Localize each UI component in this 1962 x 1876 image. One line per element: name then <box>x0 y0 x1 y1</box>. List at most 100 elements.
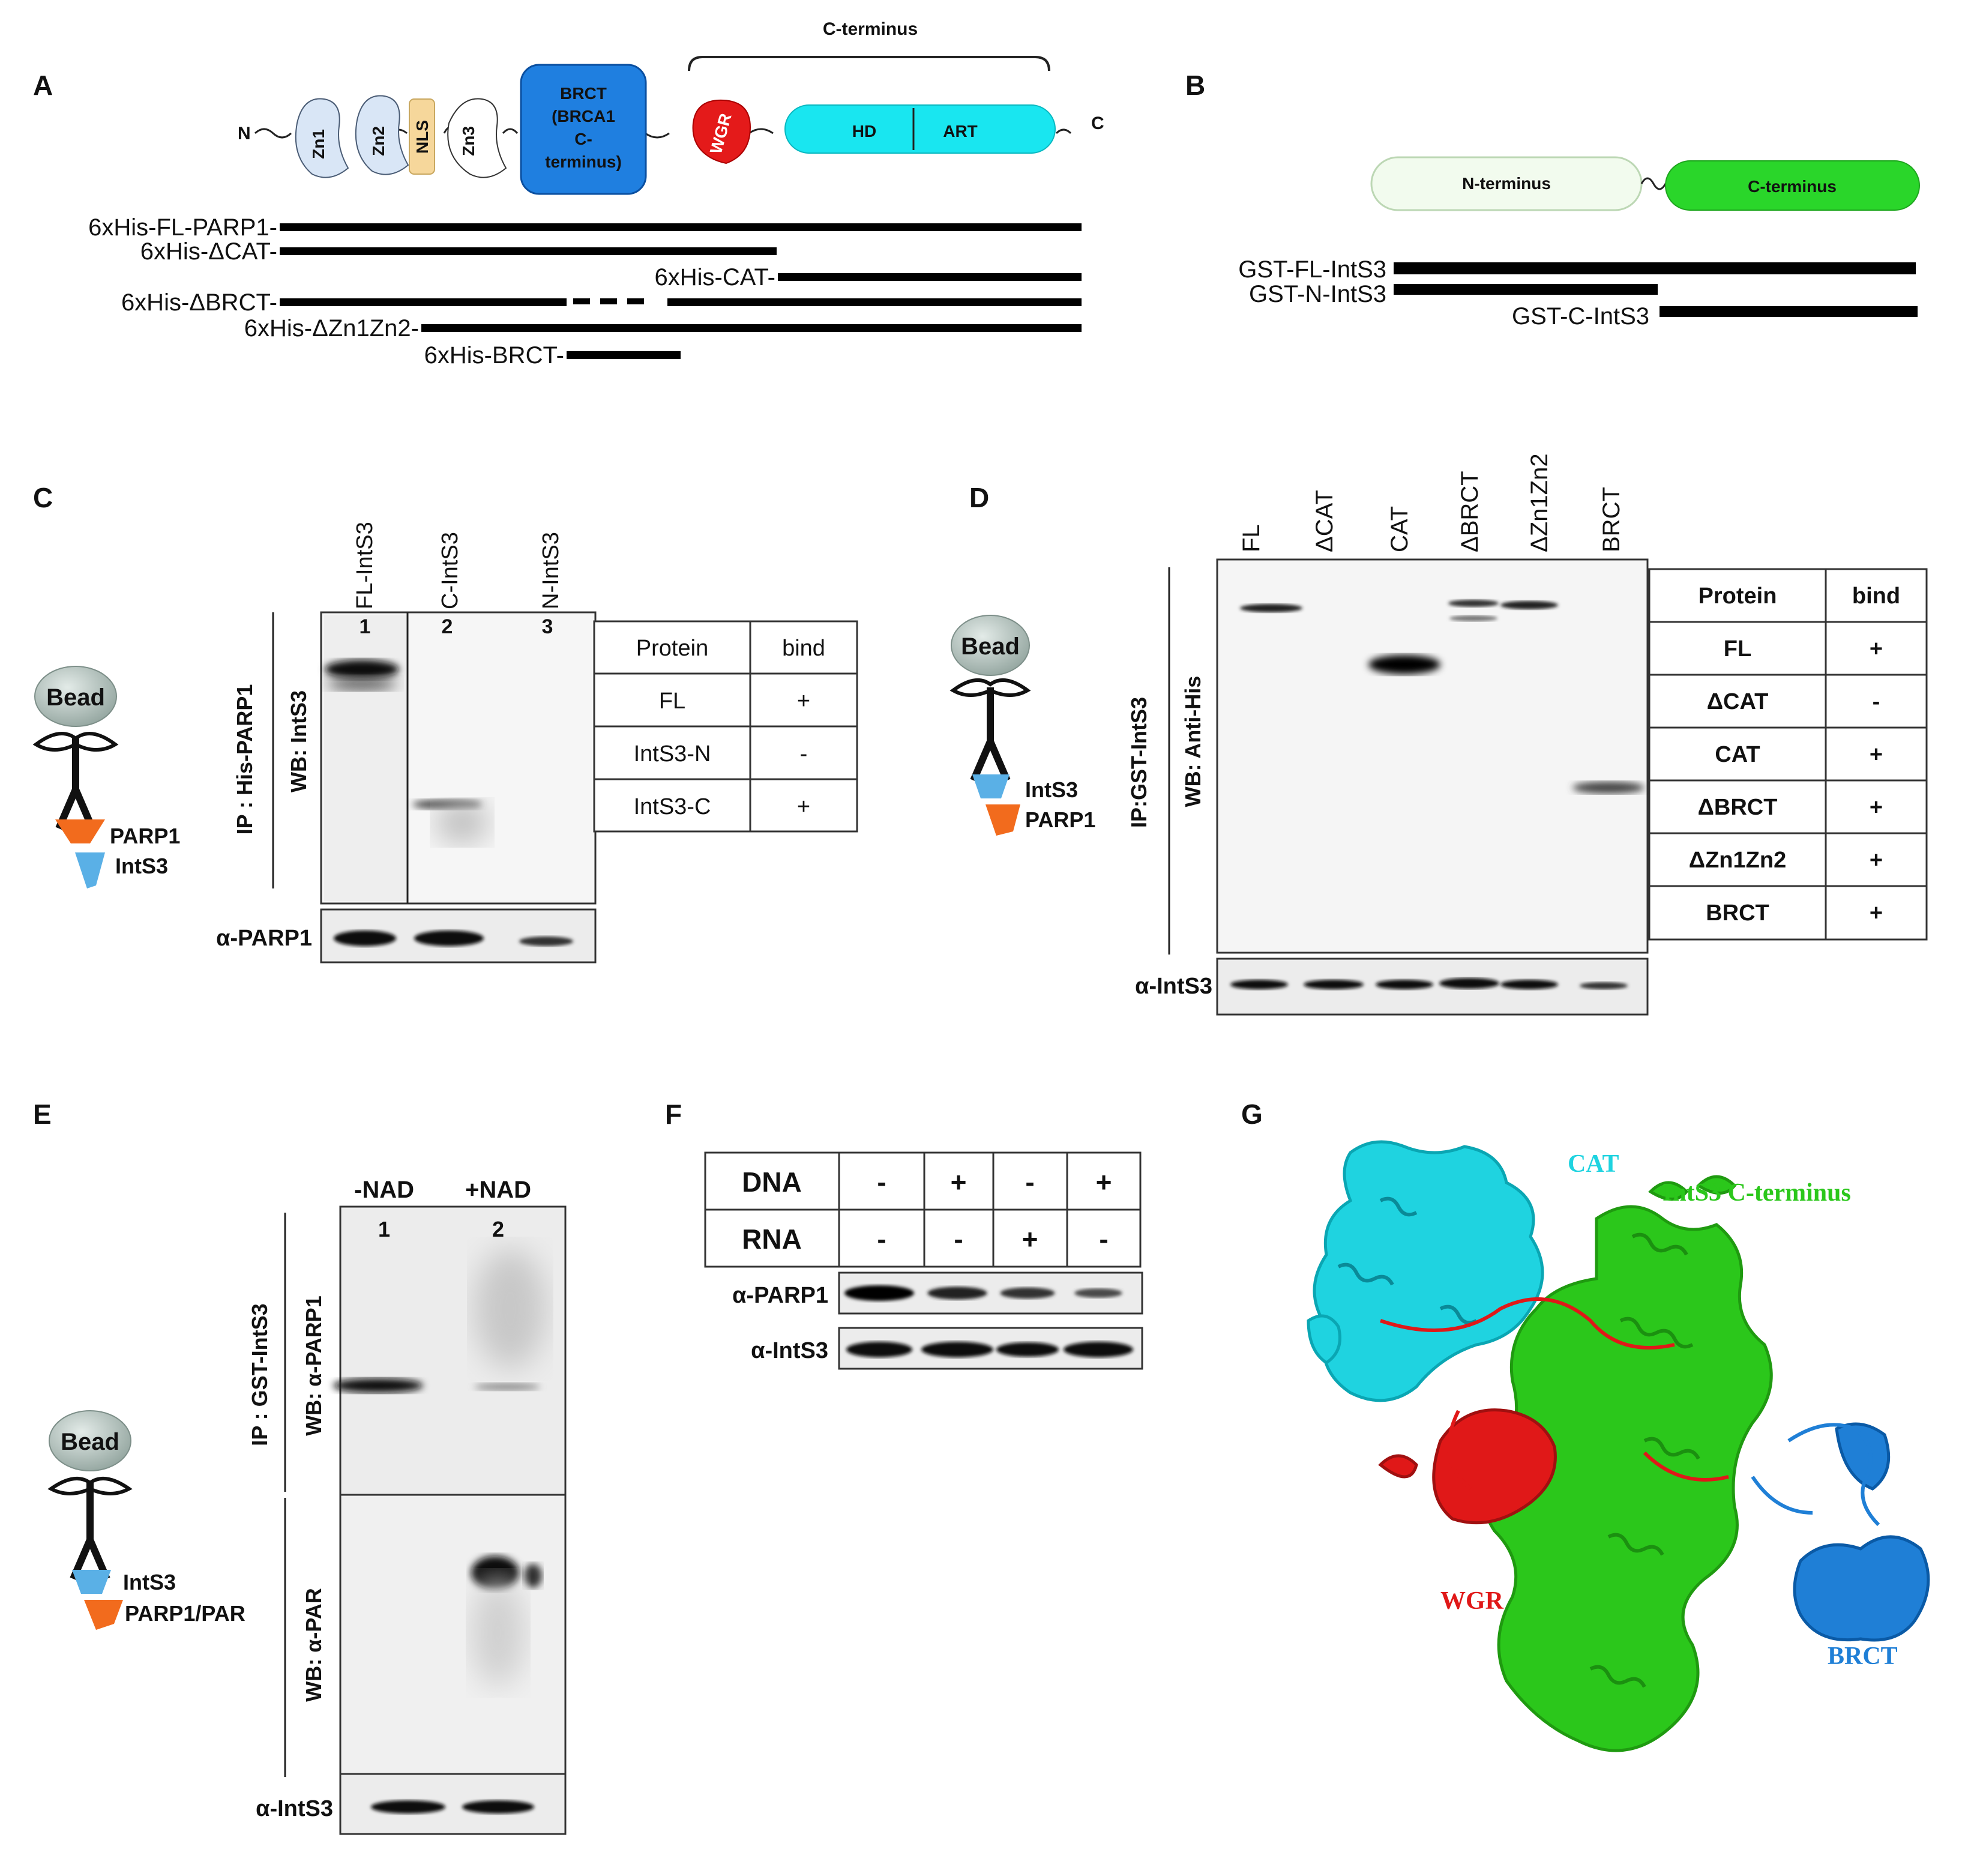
construct-fl: 6xHis-FL-PARP1- <box>88 214 277 241</box>
table-header-bind: bind <box>782 636 825 661</box>
band-parp1-minus <box>333 1378 423 1393</box>
antibody-icon <box>973 687 1007 780</box>
ints3-band-2 <box>921 1342 993 1357</box>
table-cell: ΔBRCT <box>1698 795 1778 820</box>
bead-label: Bead <box>961 633 1020 660</box>
table-cell: + <box>797 689 810 714</box>
ints3-band-3 <box>996 1342 1059 1357</box>
n-terminus-label: N-terminus <box>1462 174 1551 193</box>
ip-label: IP:GST-IntS3 <box>1127 697 1151 828</box>
smear-par <box>471 1579 525 1687</box>
blot-ints3-label: α-IntS3 <box>751 1338 828 1363</box>
brct-structure <box>1795 1424 1928 1640</box>
lane-num-3: 3 <box>542 615 553 638</box>
panel-d: D Bead IntS3 PARP1 IP:GST-IntS3 WB: Anti… <box>951 453 1927 1015</box>
zn2-label: Zn2 <box>369 126 388 156</box>
lane-fl: FL <box>1238 524 1265 552</box>
load-band <box>1304 980 1364 989</box>
cell-dna-2: + <box>951 1166 967 1198</box>
cell-dna-4: + <box>1096 1166 1112 1198</box>
c-terminus-bracket <box>689 57 1049 71</box>
legend-ints3: IntS3 <box>1025 777 1078 802</box>
art-label: ART <box>943 122 978 140</box>
construct-brct-bar <box>567 351 681 359</box>
nls-label: NLS <box>413 120 432 154</box>
row-rna-label: RNA <box>742 1223 802 1255</box>
panel-label-b: B <box>1185 70 1205 101</box>
band-dbrct-lower <box>1449 615 1497 621</box>
wb-label: WB: IntS3 <box>286 690 311 792</box>
load-band <box>1580 982 1628 989</box>
lane-dzn: ΔZn1Zn2 <box>1526 453 1553 552</box>
lane-minus-nad: -NAD <box>354 1177 414 1203</box>
blot-wb-his <box>1217 559 1648 953</box>
lane-dcat: ΔCAT <box>1311 490 1338 552</box>
ints3-shape-icon <box>72 1570 111 1594</box>
table-cell: CAT <box>1715 742 1760 767</box>
load-band <box>1439 978 1499 989</box>
construct-brct: 6xHis-BRCT- <box>424 342 564 369</box>
panel-a: A C-terminus N Zn1 Zn2 NLS Zn3 BRCT (BRC… <box>33 19 1104 369</box>
construct-gst-n: GST-N-IntS3 <box>1249 281 1386 307</box>
load-band-2 <box>462 1800 534 1814</box>
linker <box>255 129 291 137</box>
table-cell: + <box>1870 636 1883 662</box>
parp1-band <box>927 1286 987 1299</box>
table-cell: - <box>1873 689 1880 714</box>
parp1-shape-icon <box>986 804 1020 836</box>
construct-dbrct-bar1 <box>280 298 567 306</box>
table-header-protein: Protein <box>1699 584 1777 609</box>
band-c-smear <box>435 801 489 843</box>
blot-loading-ints3 <box>340 1774 565 1834</box>
parp1-band <box>844 1285 914 1301</box>
table-cell: + <box>1870 848 1883 873</box>
construct-fl-bar <box>280 223 1082 231</box>
table-cell: ΔCAT <box>1707 689 1769 714</box>
band-brct <box>1572 782 1645 794</box>
construct-cat: 6xHis-CAT- <box>655 264 775 291</box>
brct-l3: C- <box>574 130 592 148</box>
panel-b: B N-terminus C-terminus GST-FL-IntS3 GST… <box>1185 70 1919 330</box>
brct-l1: BRCT <box>560 84 607 103</box>
parp1-band <box>1001 1288 1055 1299</box>
table-cell: + <box>1870 795 1883 820</box>
load-band-1 <box>371 1800 445 1814</box>
ints3-shape-icon <box>972 774 1010 798</box>
lane-num-1: 1 <box>360 615 371 638</box>
construct-cat-bar <box>778 273 1082 281</box>
construct-dzn: 6xHis-ΔZn1Zn2- <box>244 315 419 342</box>
zn3-label: Zn3 <box>459 126 478 156</box>
table-header-protein: Protein <box>636 636 708 661</box>
construct-dbrct-gap3 <box>627 298 644 304</box>
panel-f: F DNA RNA - + - + - - + - α-PARP1 α-IntS… <box>665 1099 1142 1369</box>
antibody-icon <box>59 738 92 828</box>
c-terminus-label: C-terminus <box>823 19 918 39</box>
legend-ints3: IntS3 <box>123 1570 176 1594</box>
table-cell: IntS3-N <box>634 741 711 767</box>
wb-label: WB: Anti-His <box>1181 676 1205 807</box>
cell-dna-1: - <box>877 1166 886 1198</box>
wb2-label: WB: α-PAR <box>301 1588 326 1701</box>
cell-rna-1: - <box>877 1223 886 1255</box>
construct-gst-c: GST-C-IntS3 <box>1512 303 1649 330</box>
table-cell: FL <box>1724 636 1751 662</box>
blot-parp1-label: α-PARP1 <box>732 1283 828 1308</box>
bead-label: Bead <box>46 684 105 711</box>
band-dbrct <box>1448 600 1499 607</box>
construct-dcat-bar <box>280 247 777 255</box>
panel-c: C Bead PARP1 IntS3 IP : His-PARP1 WB: In… <box>33 482 857 962</box>
lane-n-ints3: N-IntS3 <box>538 532 564 609</box>
panel-g: G <box>1241 1099 1928 1751</box>
table-cell: ΔZn1Zn2 <box>1689 848 1786 873</box>
construct-dbrct-gap2 <box>600 298 617 304</box>
c-end-label: C <box>1091 113 1104 133</box>
label-ints3: IntS3 C-terminus <box>1663 1179 1851 1207</box>
construct-dbrct-gap1 <box>573 298 590 304</box>
lane-cat: CAT <box>1386 506 1413 552</box>
cell-rna-2: - <box>954 1223 963 1255</box>
bind-table-c: Protein bind FL + IntS3-N - IntS3-C + <box>594 621 857 831</box>
construct-gst-c-bar <box>1660 306 1918 317</box>
parp1-shape-icon <box>55 819 105 843</box>
panel-label-f: F <box>665 1099 682 1130</box>
